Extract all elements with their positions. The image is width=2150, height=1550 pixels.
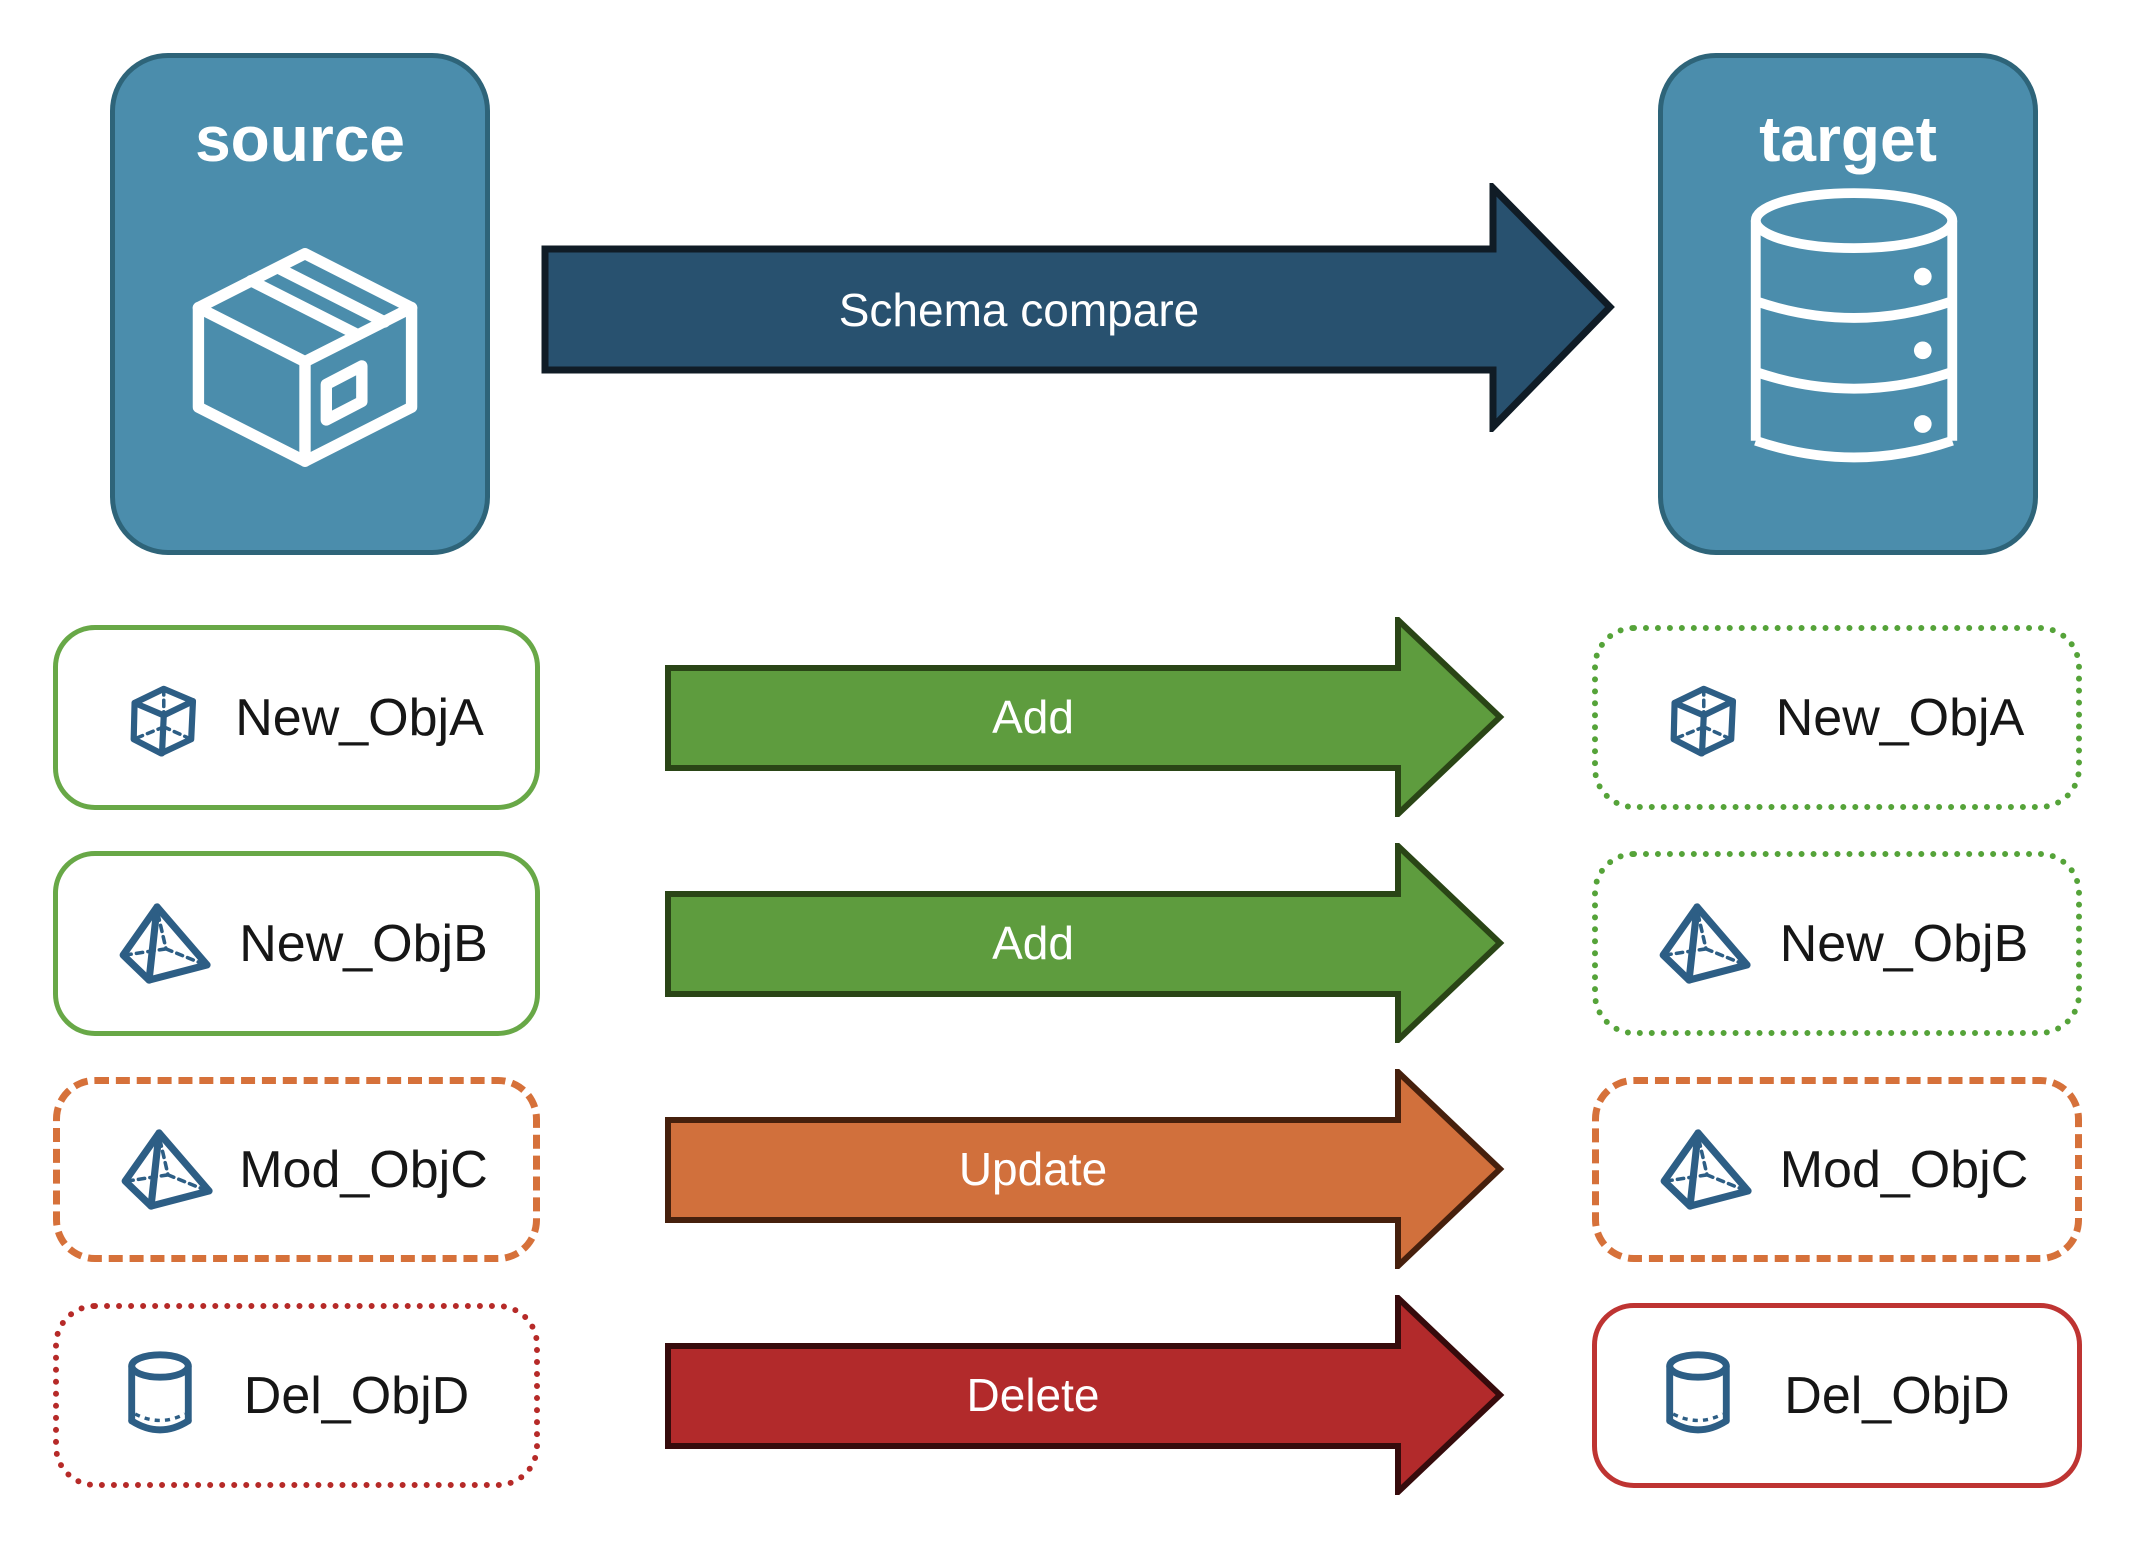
add-arrow [665,617,1505,817]
target-panel: target [1658,53,2038,555]
target-object-card: Mod_ObjC [1592,1077,2082,1262]
pyramid-icon [119,903,211,984]
object-label: Mod_ObjC [239,1140,488,1199]
source-panel: source [110,53,490,555]
pyramid-icon [121,1129,213,1210]
object-label: Mod_ObjC [1779,1140,2029,1199]
object-label: New_ObjB [1779,914,2029,973]
schema-compare-arrow [541,183,1615,432]
add-arrow [665,843,1505,1043]
object-label: New_ObjB [239,914,488,973]
pyramid-icon [1659,903,1751,984]
add-arrow-label: Add [992,917,1074,969]
delete-arrow-label: Delete [966,1369,1100,1421]
database-icon [1750,188,1958,463]
cube-icon [1670,685,1737,756]
add-arrow-label: Add [992,691,1074,743]
package-box-icon [192,248,418,467]
source-object-card: New_ObjB [53,851,540,1036]
schema-compare-label: Schema compare [838,283,1200,336]
source-title: source [195,103,405,175]
source-object-card: New_ObjA [53,625,540,810]
delete-arrow [665,1295,1505,1495]
target-object-card: New_ObjA [1592,625,2082,810]
update-arrow-label: Update [958,1143,1108,1195]
source-object-card: Del_ObjD [53,1303,540,1488]
target-object-card: New_ObjB [1592,851,2082,1036]
source-object-card: Mod_ObjC [53,1077,540,1262]
target-title: target [1759,103,1937,175]
update-arrow [665,1069,1505,1269]
target-object-card: Del_ObjD [1592,1303,2082,1488]
pyramid-icon [1660,1129,1752,1210]
object-label: Del_ObjD [1784,1366,2010,1425]
object-label: New_ObjA [1775,688,2025,747]
object-label: New_ObjA [235,688,484,747]
cylinder-icon [128,1350,192,1433]
cylinder-icon [1666,1350,1730,1433]
object-label: Del_ObjD [243,1366,470,1425]
cube-icon [130,685,197,756]
